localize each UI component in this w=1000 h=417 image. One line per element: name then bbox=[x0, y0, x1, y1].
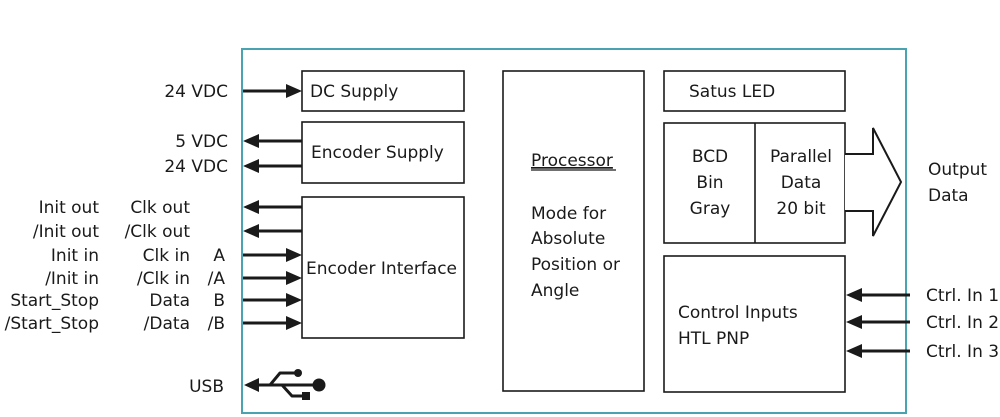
signal-2-label-a: /Init out bbox=[33, 222, 99, 242]
signal-2-arrowhead bbox=[243, 224, 259, 238]
signal-6-channel: /B bbox=[208, 314, 225, 334]
encoder-interface-box bbox=[301, 196, 465, 339]
signal-5-channel: B bbox=[213, 291, 225, 311]
signal-1-arrowhead bbox=[243, 200, 259, 214]
signal-6-label-a: /Start_Stop bbox=[5, 314, 99, 334]
output-data-arrow bbox=[845, 127, 903, 237]
signal-5-label-a: Start_Stop bbox=[10, 291, 99, 311]
signal-4-label-b: /Clk in bbox=[137, 269, 190, 289]
status-led-box bbox=[663, 70, 846, 112]
ctrl-in-2-label: Ctrl. In 2 bbox=[926, 313, 999, 333]
output-label-2: Data bbox=[928, 186, 969, 206]
status-led-label: Satus LED bbox=[689, 82, 775, 102]
processor-line-1: Mode for bbox=[531, 204, 606, 224]
control-line-1: Control Inputs bbox=[678, 303, 798, 323]
status-led-block: Satus LED bbox=[663, 70, 846, 112]
signal-3-label-a: Init in bbox=[51, 246, 99, 266]
enc-24v-label: 24 VDC bbox=[164, 157, 228, 177]
usb-icon bbox=[244, 369, 326, 400]
supply-in-label: 24 VDC bbox=[164, 82, 228, 102]
ctrl-in-3-label: Ctrl. In 3 bbox=[926, 342, 999, 362]
signal-6-arrowhead bbox=[286, 316, 302, 330]
ctrl-in-2-arrowhead bbox=[846, 315, 862, 329]
signal-4-channel: /A bbox=[208, 269, 226, 289]
device-frame bbox=[241, 48, 907, 414]
encoder-supply-box bbox=[301, 121, 465, 184]
control-line-2: HTL PNP bbox=[678, 329, 749, 349]
enc-5v-label: 5 VDC bbox=[175, 132, 228, 152]
processor-box bbox=[502, 70, 645, 392]
signal-4-label-a: /Init in bbox=[45, 269, 99, 289]
processor-block: Processor Mode for Absolute Position or … bbox=[502, 70, 645, 392]
parallel-line-3: 20 bit bbox=[776, 199, 826, 219]
output-code-block: BCD Bin Gray Parallel Data 20 bit bbox=[663, 122, 846, 244]
parallel-line-2: Data bbox=[781, 173, 822, 193]
signal-3-label-b: Clk in bbox=[143, 246, 190, 266]
signal-2-label-b: /Clk out bbox=[125, 222, 191, 242]
signal-3-channel: A bbox=[213, 246, 225, 266]
signal-6-label-b: /Data bbox=[144, 314, 190, 334]
parallel-line-1: Parallel bbox=[770, 147, 832, 167]
encoder-interface-block: Encoder Interface bbox=[301, 196, 465, 339]
dc-supply-block: DC Supply bbox=[301, 70, 465, 112]
enc-24v-arrowhead bbox=[243, 159, 259, 173]
code-line-2: Bin bbox=[696, 173, 723, 193]
ctrl-in-1-label: Ctrl. In 1 bbox=[926, 286, 999, 306]
encoder-supply-label: Encoder Supply bbox=[311, 143, 444, 163]
signal-3-arrowhead bbox=[286, 248, 302, 262]
processor-title: Processor bbox=[531, 151, 613, 171]
code-line-3: Gray bbox=[690, 199, 731, 219]
enc-5v-arrowhead bbox=[243, 134, 259, 148]
signal-4-arrowhead bbox=[286, 271, 302, 285]
signal-1-label-a: Init out bbox=[39, 198, 100, 218]
processor-line-4: Angle bbox=[531, 281, 579, 301]
processor-line-3: Position or bbox=[531, 255, 620, 275]
signal-5-arrowhead bbox=[286, 293, 302, 307]
control-inputs-box bbox=[663, 255, 846, 393]
processor-line-2: Absolute bbox=[531, 229, 605, 249]
ctrl-in-3-arrowhead bbox=[846, 344, 862, 358]
signal-1-label-b: Clk out bbox=[130, 198, 190, 218]
usb-label: USB bbox=[189, 377, 224, 397]
signal-5-label-b: Data bbox=[149, 291, 190, 311]
dc-supply-label: DC Supply bbox=[310, 82, 398, 102]
encoder-interface-label: Encoder Interface bbox=[306, 259, 457, 279]
ctrl-in-1-arrowhead bbox=[846, 288, 862, 302]
control-inputs-block: Control Inputs HTL PNP bbox=[663, 255, 846, 393]
supply-in-arrowhead bbox=[286, 84, 302, 98]
dc-supply-box bbox=[301, 70, 465, 112]
encoder-supply-block: Encoder Supply bbox=[301, 121, 465, 184]
code-line-1: BCD bbox=[692, 147, 728, 167]
output-label-1: Output bbox=[928, 160, 987, 180]
